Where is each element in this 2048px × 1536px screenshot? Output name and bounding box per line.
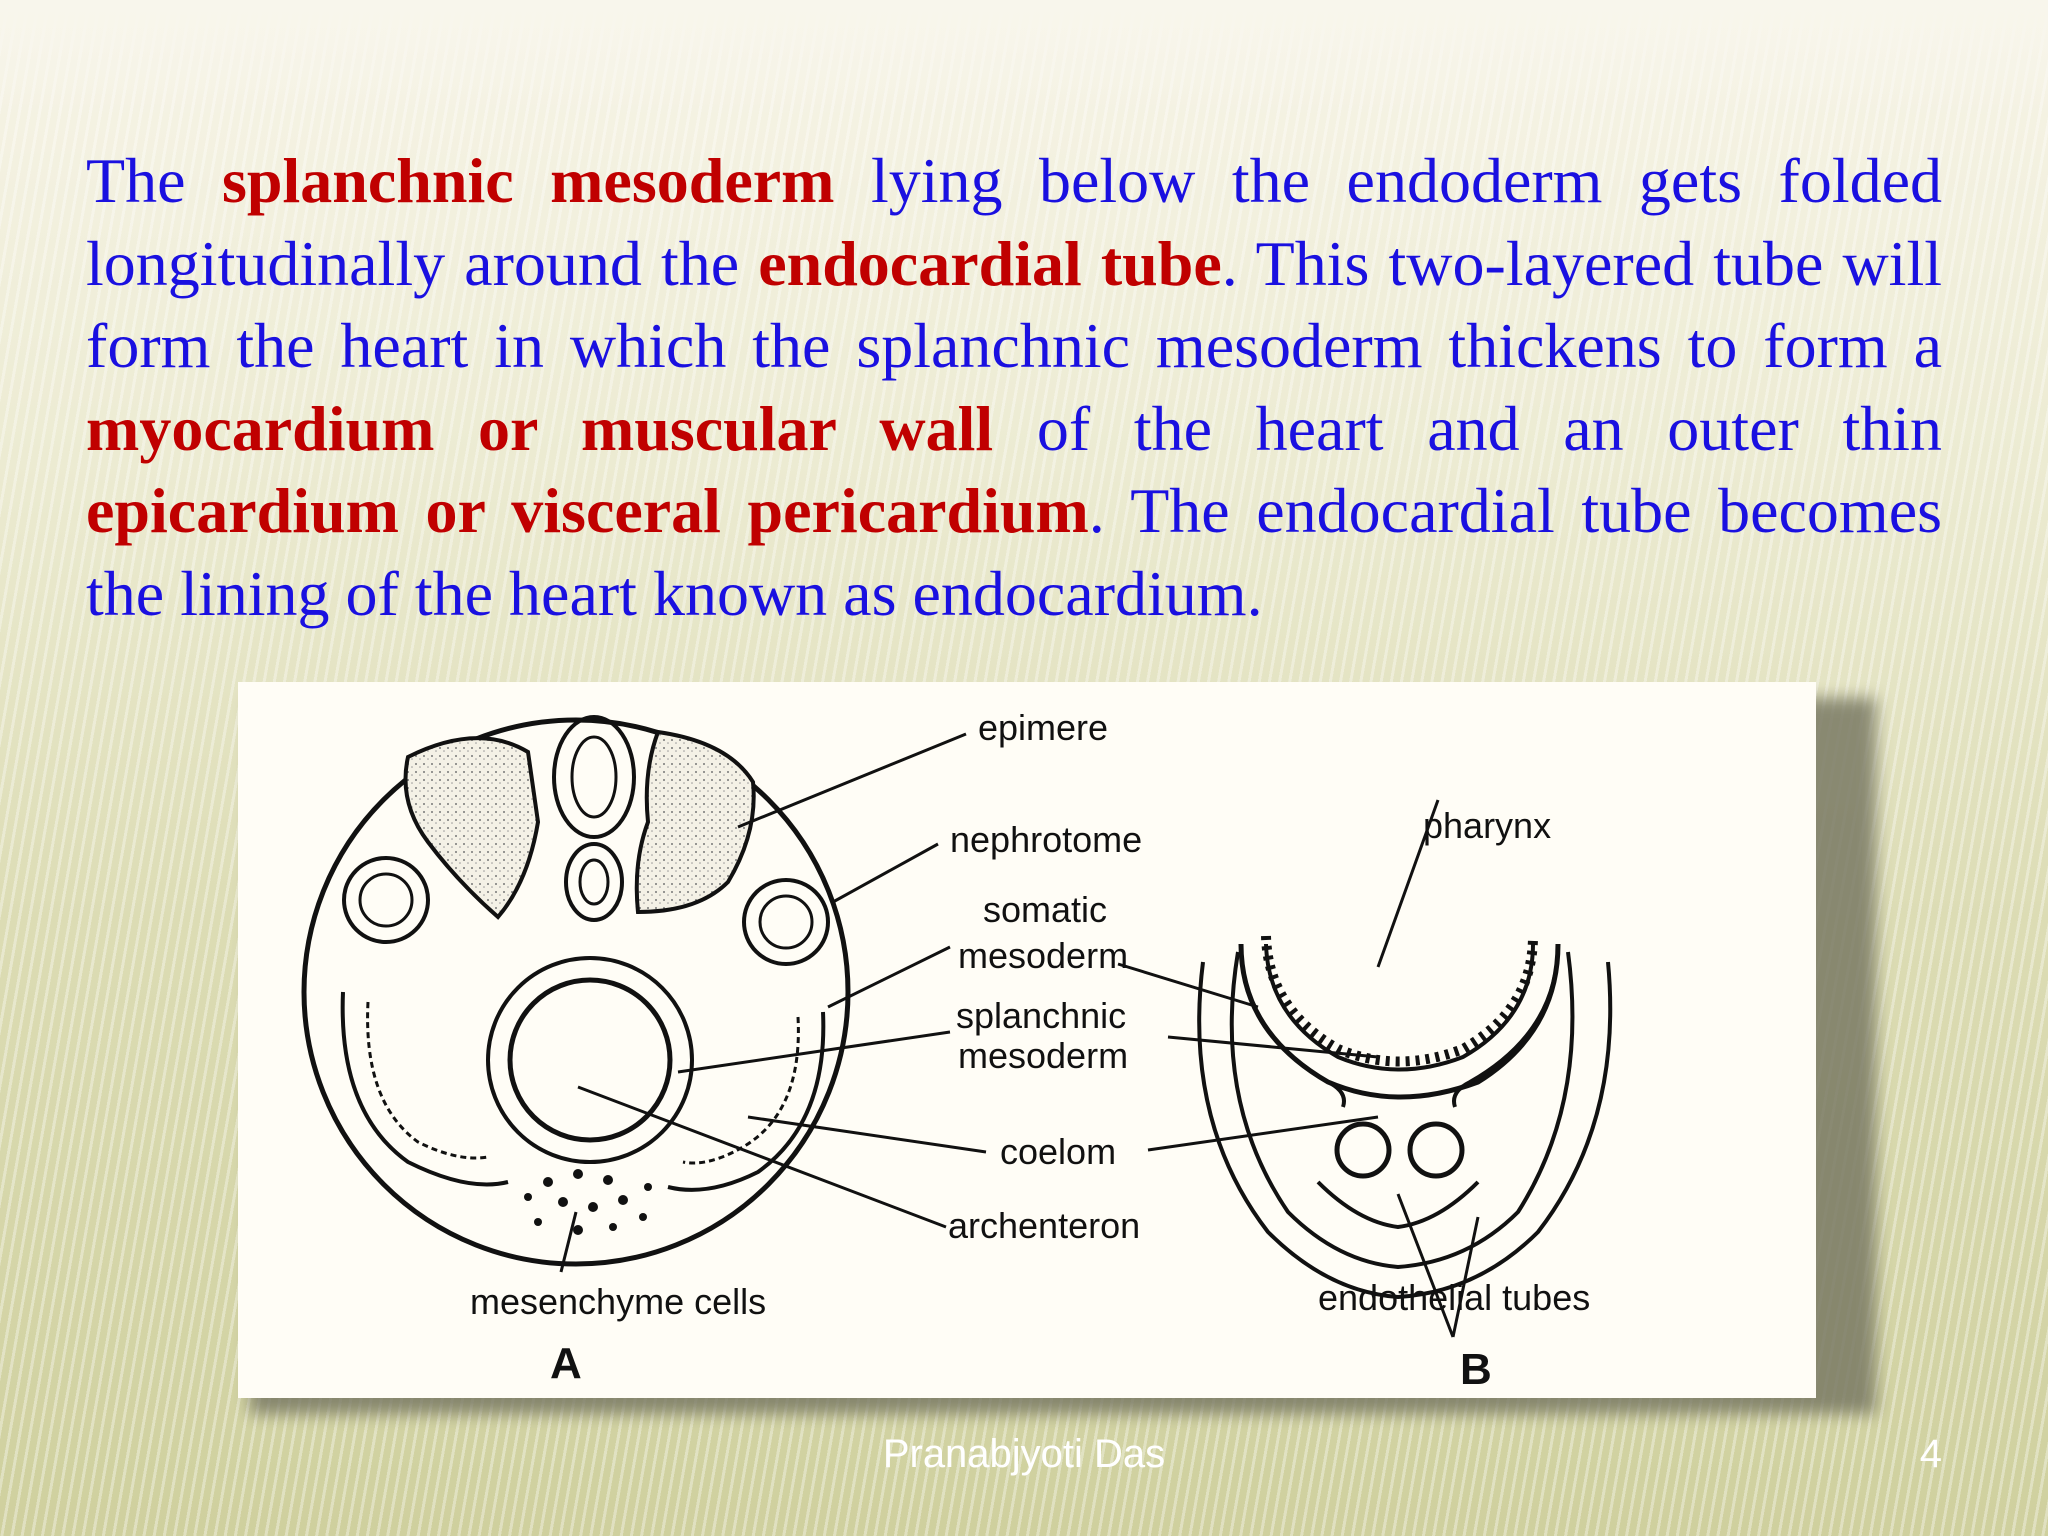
label-archenteron: archenteron: [948, 1205, 1140, 1246]
archenteron-lumen: [507, 977, 673, 1143]
label-nephrotome: nephrotome: [950, 819, 1142, 860]
text-run: The: [86, 145, 222, 216]
label-mesenchyme: mesenchyme cells: [470, 1281, 766, 1322]
coelom-right: [667, 1011, 826, 1192]
label-splanchnic-1: splanchnic: [956, 995, 1126, 1036]
label-pharynx: pharynx: [1423, 805, 1551, 846]
embryo-diagram: epimere nephrotome somatic mesoderm spla…: [301, 707, 1613, 1394]
term-epicardium: epicardium or visceral pericardium: [86, 475, 1089, 546]
nephrotome-right: [742, 878, 830, 966]
pharynx-outer: [1238, 943, 1561, 1100]
nephrotome-left: [342, 856, 430, 944]
label-epimere: epimere: [978, 707, 1108, 748]
label-panel-a: A: [550, 1339, 582, 1388]
panel-a-section: [301, 715, 851, 1267]
neural-tube: [552, 715, 636, 839]
endothelial-tube-right: [1407, 1121, 1465, 1179]
notochord: [564, 842, 624, 922]
label-splanchnic-2: mesoderm: [958, 1035, 1128, 1076]
page-number: 4: [1919, 1432, 1942, 1476]
epimere-left: [403, 736, 541, 920]
panel-b-section: [1197, 935, 1613, 1300]
text-run: of the heart and an outer thin: [993, 392, 1943, 464]
somatic-b-outer: [1197, 961, 1613, 1300]
label-somatic-2: mesoderm: [958, 935, 1128, 976]
text-run: lying below the endoderm gets folded lon…: [86, 145, 1943, 299]
leader-lines: [559, 732, 1480, 1338]
endothelial-tube-left: [1334, 1121, 1392, 1179]
text-run: . The endocardial tube becomes the linin…: [86, 475, 1943, 629]
mesenchyme-dots: [524, 1169, 652, 1235]
text-run: . This two-layered tube will form the he…: [86, 227, 1943, 382]
label-coelom: coelom: [1000, 1131, 1116, 1172]
epimere-right: [634, 729, 756, 915]
archenteron-wall: [486, 956, 694, 1164]
coelom-left: [340, 991, 509, 1187]
footer-author: Pranabjyoti Das: [882, 1432, 1166, 1476]
term-splanchnic-mesoderm: splanchnic mesoderm: [221, 145, 835, 216]
term-myocardium: myocardium or muscular wall: [86, 392, 994, 464]
label-panel-b: B: [1460, 1345, 1492, 1394]
embryo-figure: epimere nephrotome somatic mesoderm spla…: [238, 682, 1816, 1398]
label-somatic-1: somatic: [983, 889, 1107, 930]
somatic-b-inner: [1229, 951, 1575, 1270]
label-endothelial: endothelial tubes: [1318, 1277, 1590, 1318]
background-fade: [0, 0, 2048, 110]
term-endocardial-tube: endocardial tube: [758, 227, 1222, 299]
body-paragraph: The splanchnic mesoderm lying below the …: [86, 140, 1942, 635]
